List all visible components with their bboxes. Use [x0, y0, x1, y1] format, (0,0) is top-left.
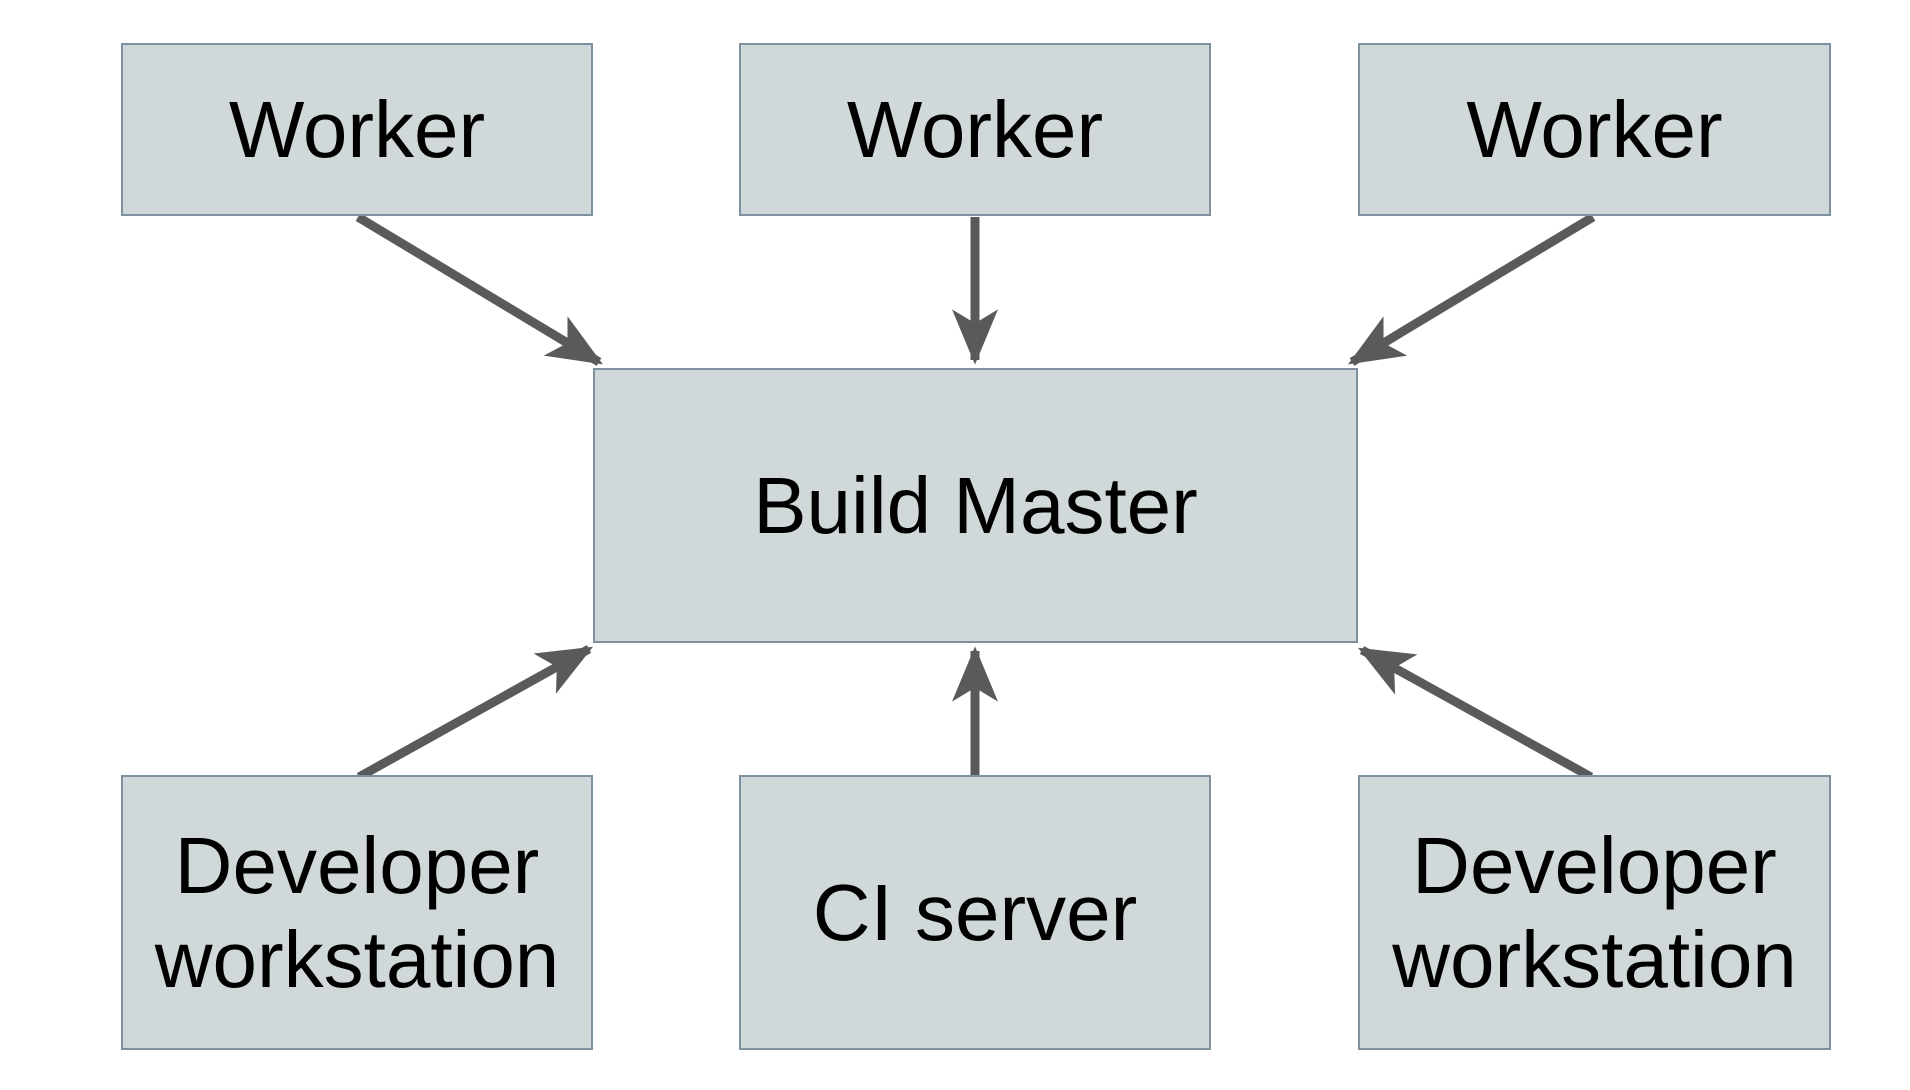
node-worker-2-label: Worker — [846, 84, 1104, 174]
arrow-dev-right-to-build-master — [1357, 646, 1594, 781]
node-worker-3: Worker — [1358, 43, 1831, 216]
node-worker-1-label: Worker — [228, 84, 486, 174]
node-ci-server-label: CI server — [812, 867, 1138, 957]
node-worker-1: Worker — [121, 43, 593, 216]
arrow-worker1-to-build-master — [355, 213, 603, 366]
node-worker-2: Worker — [739, 43, 1211, 216]
node-build-master: Build Master — [593, 368, 1358, 643]
arrow-worker3-to-build-master — [1348, 213, 1596, 366]
node-worker-3-label: Worker — [1466, 84, 1723, 174]
node-developer-workstation-left-label: Developer workstation — [154, 820, 560, 1004]
node-developer-workstation-right-label: Developer workstation — [1392, 820, 1797, 1004]
node-developer-workstation-left: Developer workstation — [121, 775, 593, 1050]
node-ci-server: CI server — [739, 775, 1211, 1050]
node-build-master-label: Build Master — [753, 460, 1198, 550]
arrow-dev-left-to-build-master — [356, 645, 594, 781]
node-developer-workstation-right: Developer workstation — [1358, 775, 1831, 1050]
